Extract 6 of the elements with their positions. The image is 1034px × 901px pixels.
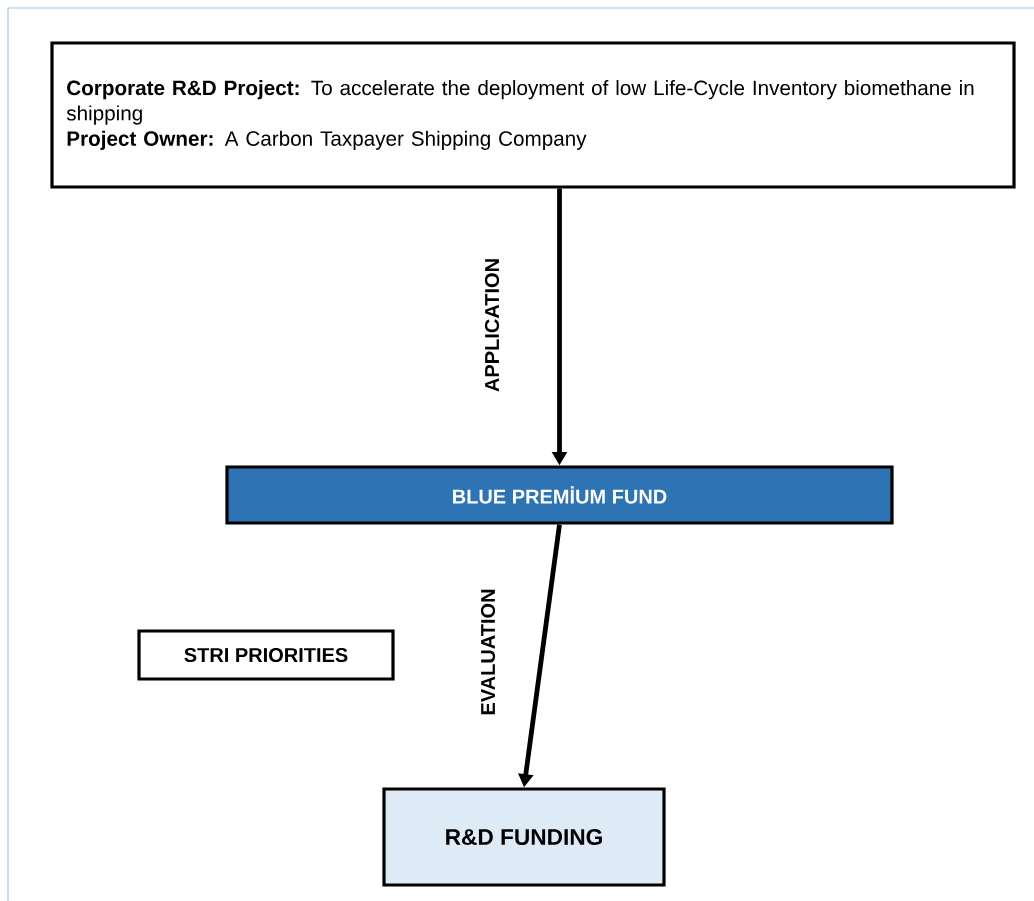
edge-label: APPLICATION — [483, 256, 501, 394]
fund-bar: BLUE PREMİUM FUND — [225, 465, 894, 525]
edge-label: EVALUATION — [479, 587, 497, 717]
project-box: Corporate R&D Project: To accelerate the deployment of low Life-Cycle Inventory biomethane in shipping Project Owner: A Carbon Taxpayer Shipping Company — [50, 41, 1016, 189]
priority-box: STRI PRIORITIES — [137, 629, 395, 681]
funding-box: R&D FUNDING — [382, 787, 666, 887]
